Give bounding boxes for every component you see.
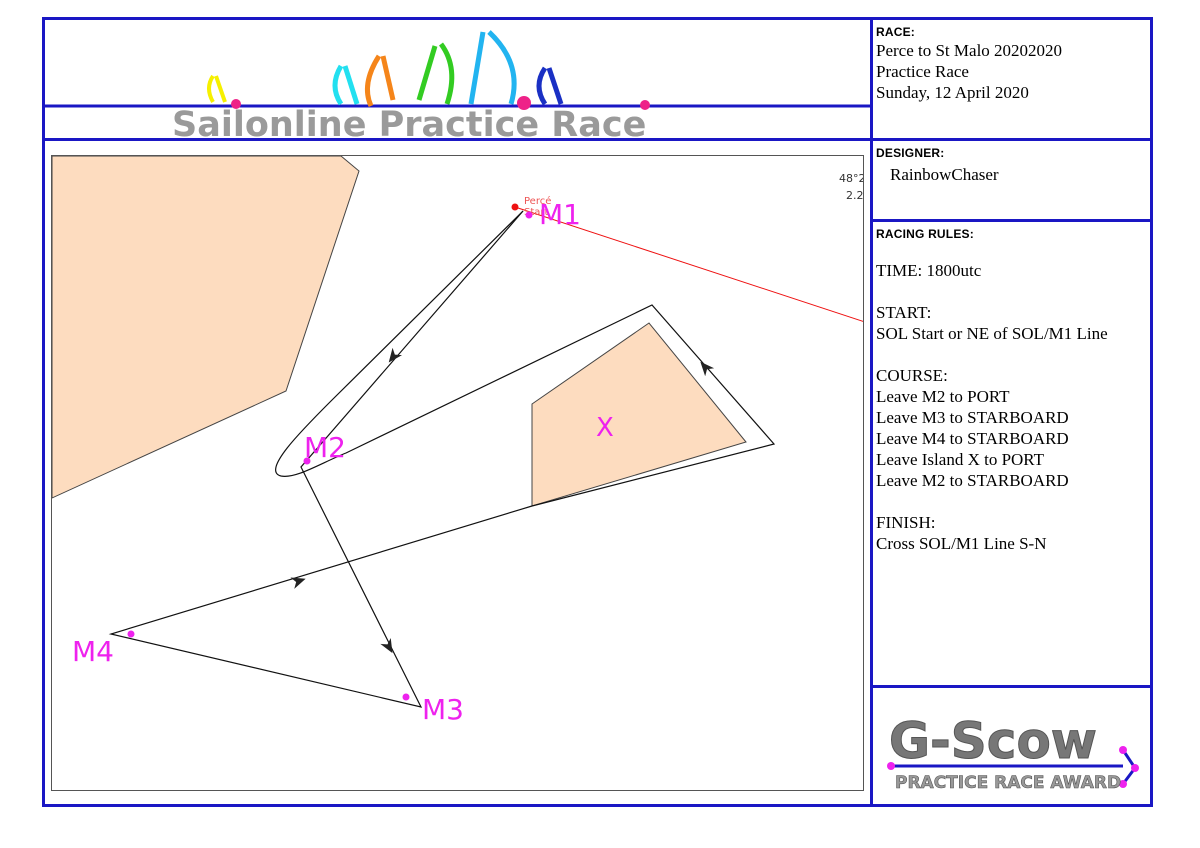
award-mark-icon bbox=[887, 762, 895, 770]
award-logo: G-Scow PRACTICE RACE AWARD bbox=[887, 712, 1139, 793]
designer-name: RainbowChaser bbox=[890, 165, 999, 184]
mark-m1-icon bbox=[525, 211, 533, 219]
mark-m1-label: M1 bbox=[539, 198, 581, 231]
mark-m3-label: M3 bbox=[422, 693, 464, 726]
course-loop-m1-m2-x bbox=[275, 210, 776, 507]
award-panel: G-Scow PRACTICE RACE AWARD bbox=[870, 685, 1153, 807]
sail-orange-icon bbox=[364, 54, 396, 108]
course-step: Leave M2 to STARBOARD bbox=[876, 471, 1069, 490]
sail-green-icon bbox=[416, 42, 455, 105]
coord-readout-bottom: 2.2 bbox=[846, 189, 863, 202]
award-mark-icon bbox=[1119, 780, 1127, 788]
race-date: Sunday, 12 April 2020 bbox=[876, 83, 1029, 102]
banner-title: Sailonline Practice Race bbox=[172, 105, 646, 138]
course-step: Leave M2 to PORT bbox=[876, 387, 1010, 406]
coord-readout-top: 48°2 bbox=[839, 172, 863, 185]
sail-yellow-icon bbox=[207, 74, 227, 103]
island-x bbox=[531, 322, 747, 507]
mainland-coast bbox=[52, 156, 360, 499]
designer-label: DESIGNER: bbox=[876, 146, 945, 160]
banner-graphic: Sailonline Practice Race bbox=[45, 30, 870, 138]
banner-buoy-icon bbox=[640, 100, 650, 110]
rules-start-heading: START: bbox=[876, 303, 932, 322]
rules-course-heading: COURSE: bbox=[876, 366, 948, 385]
rules-start-text: SOL Start or NE of SOL/M1 Line bbox=[876, 324, 1108, 343]
sail-lightblue-icon bbox=[468, 30, 517, 105]
sail-blue-icon bbox=[536, 66, 564, 106]
race-type: Practice Race bbox=[876, 62, 969, 81]
race-panel: RACE: Perce to St Malo 20202020 Practice… bbox=[870, 17, 1153, 141]
banner-panel: Sailonline Practice Race bbox=[42, 17, 873, 141]
start-point-icon bbox=[511, 203, 519, 211]
award-mark-icon bbox=[1119, 746, 1127, 754]
rules-time: TIME: 1800utc bbox=[876, 261, 982, 280]
award-mark-icon bbox=[1131, 764, 1139, 772]
mark-m2-label: M2 bbox=[304, 431, 346, 464]
rules-body: TIME: 1800utc START: SOL Start or NE of … bbox=[876, 260, 1108, 554]
award-title: G-Scow bbox=[889, 712, 1097, 770]
mark-m3-icon bbox=[402, 693, 410, 701]
start-line bbox=[514, 206, 863, 322]
course-step: Leave M4 to STARBOARD bbox=[876, 429, 1069, 448]
designer-panel: DESIGNER: RainbowChaser bbox=[870, 138, 1153, 222]
rules-finish-heading: FINISH: bbox=[876, 513, 936, 532]
banner-buoy-icon bbox=[517, 96, 531, 110]
island-x-label: X bbox=[596, 413, 614, 443]
mark-m4-icon bbox=[127, 630, 135, 638]
race-label: RACE: bbox=[876, 25, 915, 39]
course-map-svg: X Percé Start M1 M2 M3 M4 48°2 2.2 bbox=[52, 156, 863, 726]
rules-finish-text: Cross SOL/M1 Line S-N bbox=[876, 534, 1047, 553]
rules-label: RACING RULES: bbox=[876, 227, 974, 241]
course-step: Leave Island X to PORT bbox=[876, 450, 1044, 469]
mark-m4-label: M4 bbox=[72, 635, 114, 668]
rules-panel: RACING RULES: TIME: 1800utc START: SOL S… bbox=[870, 219, 1153, 688]
race-details: Perce to St Malo 20202020 Practice Race … bbox=[876, 40, 1062, 103]
award-subtitle: PRACTICE RACE AWARD bbox=[895, 773, 1121, 793]
direction-arrow-icon bbox=[290, 577, 306, 589]
banner-buoy-icon bbox=[231, 99, 241, 109]
sail-cyan-icon bbox=[332, 64, 360, 106]
race-name: Perce to St Malo 20202020 bbox=[876, 41, 1063, 60]
course-step: Leave M3 to STARBOARD bbox=[876, 408, 1069, 427]
course-leg-m3-m4 bbox=[108, 210, 533, 708]
mark-m2-icon bbox=[303, 457, 311, 465]
start-point-label: Percé bbox=[524, 195, 551, 207]
direction-arrow-icon bbox=[700, 361, 715, 377]
course-map[interactable]: X Percé Start M1 M2 M3 M4 48°2 2.2 bbox=[51, 155, 864, 791]
start-point-sublabel: Start bbox=[524, 207, 549, 218]
